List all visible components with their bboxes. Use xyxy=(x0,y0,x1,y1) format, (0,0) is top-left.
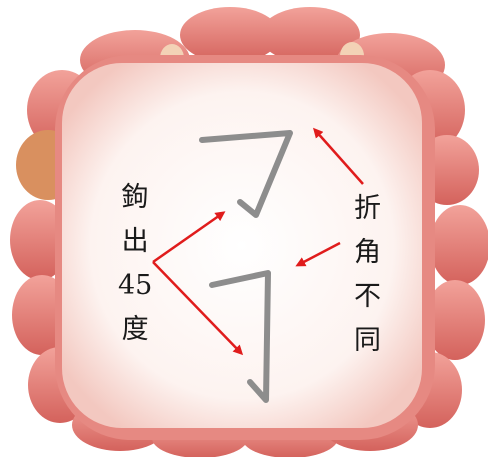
left-label-char-1: 鉤 xyxy=(122,184,149,228)
left-label: 鉤 出 45 度 xyxy=(118,184,152,360)
right-label-char-2: 角 xyxy=(354,239,381,283)
right-label-char-3: 不 xyxy=(354,283,381,327)
left-label-char-4: 度 xyxy=(122,316,149,360)
right-label-char-4: 同 xyxy=(354,327,381,371)
right-label-char-1: 折 xyxy=(354,195,381,239)
left-label-char-2: 出 xyxy=(122,228,149,272)
left-label-char-3: 45 xyxy=(118,272,152,316)
right-label: 折 角 不 同 xyxy=(354,195,381,371)
